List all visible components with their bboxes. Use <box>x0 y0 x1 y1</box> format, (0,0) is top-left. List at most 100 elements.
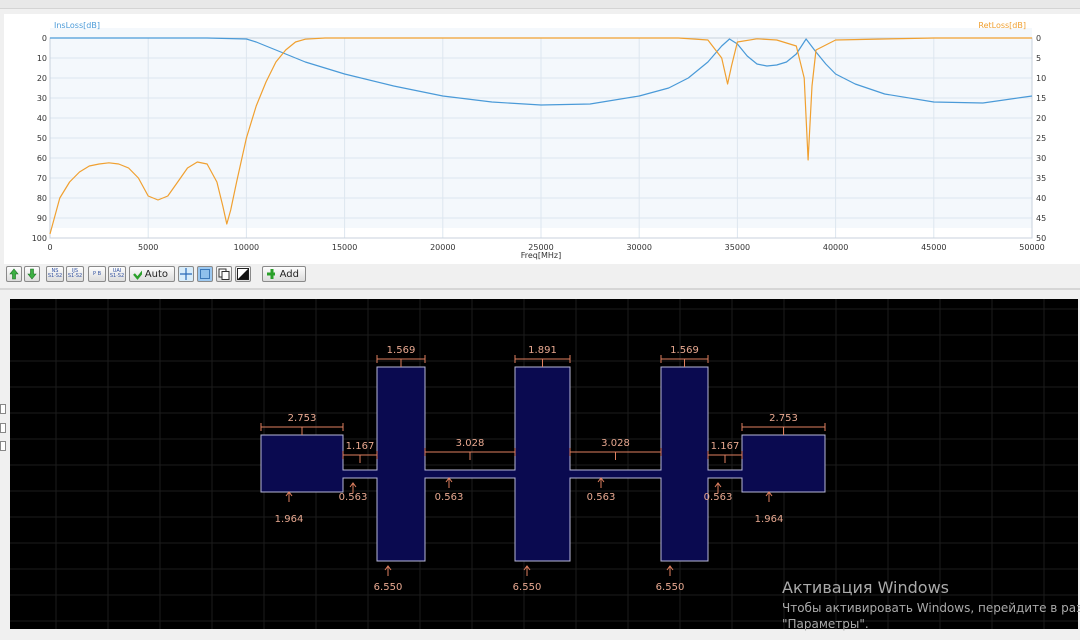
x-tick-label: 30000 <box>626 243 651 252</box>
stub-length-2-label: 6.550 <box>513 582 542 593</box>
layout-canvas[interactable]: 1.569 1.891 1.569 2.753 2.753 1.167 1.167 3.028… <box>10 299 1078 629</box>
windows-activation-watermark: Активация Windows Чтобы активировать Win… <box>782 578 1080 631</box>
filter-layout-view[interactable]: 1.569 1.891 1.569 2.753 2.753 1.167 1.167 3.028… <box>10 299 1078 629</box>
line-long-1-label: 3.028 <box>456 438 485 449</box>
activation-subtitle: Чтобы активировать Windows, перейдите в … <box>782 601 1080 615</box>
x-tick-label: 25000 <box>528 243 553 252</box>
series-line-insloss <box>50 37 1033 106</box>
line-short-2-label: 1.167 <box>711 441 740 452</box>
move-down-button[interactable] <box>24 266 40 282</box>
x-tick-label: 50000 <box>1019 243 1044 252</box>
y-right-tick-label: 0 <box>1036 34 1041 43</box>
side-control-1[interactable] <box>0 404 6 414</box>
ua-label: UAI <box>112 268 122 274</box>
line-short-1-label: 1.167 <box>346 441 375 452</box>
contrast-button[interactable] <box>235 266 251 282</box>
activation-subtitle-2: "Параметры". <box>782 617 869 631</box>
add-label: Add <box>279 268 299 280</box>
x-tick-label: 45000 <box>921 243 946 252</box>
pb-label: P B <box>92 270 102 277</box>
y-left-tick-label: 0 <box>42 34 47 43</box>
y-right-tick-label: 40 <box>1036 194 1046 203</box>
panel-divider <box>0 288 1080 290</box>
port-height-1-arrowhead <box>285 491 293 497</box>
stub-length-1-arrowhead <box>384 565 392 571</box>
copy-button[interactable] <box>216 266 232 282</box>
ua-sub: S1·S2 <box>109 273 125 279</box>
x-tick-label: 40000 <box>823 243 848 252</box>
x-tick-label: 0 <box>47 243 52 252</box>
crosshair-button[interactable] <box>178 266 194 282</box>
x-axis-label: Freq[MHz] <box>521 251 562 260</box>
line-width-4-label: 0.563 <box>704 492 733 503</box>
y-right-tick-label: 10 <box>1036 74 1046 83</box>
stub-width-3-label: 1.569 <box>670 345 699 356</box>
crosshair-icon <box>180 268 192 280</box>
auto-label: Auto <box>144 268 168 280</box>
y-right-tick-label: 5 <box>1036 54 1041 63</box>
x-tick-label: 5000 <box>138 243 158 252</box>
line-width-3-label: 0.563 <box>587 492 616 503</box>
chart-toolbar: NS S1·S2 IJS S1·S2 P B UAI S1·S2 Auto Ad… <box>4 265 1080 285</box>
top-bar <box>0 0 1080 9</box>
line-long-2-label: 3.028 <box>601 438 630 449</box>
ijs-sub: S1·S2 <box>67 273 83 279</box>
line-width-2-arrowhead <box>445 477 453 483</box>
y-left-tick-label: 20 <box>37 74 47 83</box>
pb-button[interactable]: P B <box>88 266 106 282</box>
ijs-button[interactable]: IJS S1·S2 <box>66 266 84 282</box>
x-tick-label: 35000 <box>725 243 750 252</box>
y-left-tick-label: 60 <box>37 154 47 163</box>
y-right-tick-label: 35 <box>1036 174 1046 183</box>
y-right-tick-label: 50 <box>1036 234 1046 243</box>
series-line-retloss <box>49 37 1032 235</box>
side-control-2[interactable] <box>0 423 6 433</box>
line-width-4-arrowhead <box>714 482 722 488</box>
arrow-up-icon <box>9 268 19 280</box>
port-width-1-label: 2.753 <box>288 413 317 424</box>
activation-title: Активация Windows <box>782 578 949 597</box>
contrast-icon <box>237 268 249 280</box>
port-width-2-label: 2.753 <box>769 413 798 424</box>
line-width-3-arrowhead <box>597 477 605 483</box>
y-left-tick-label: 50 <box>37 134 47 143</box>
layout-dimensions: 1.569 1.891 1.569 2.753 2.753 1.167 1.167 3.028… <box>260 345 826 593</box>
stub-length-3-label: 6.550 <box>656 582 685 593</box>
y-right-tick-label: 20 <box>1036 114 1046 123</box>
y-left-tick-label: 10 <box>37 54 47 63</box>
y-right-axis-label: RetLoss[dB] <box>978 21 1026 30</box>
ua-button[interactable]: UAI S1·S2 <box>108 266 126 282</box>
checkmark-icon <box>133 270 142 280</box>
move-up-button[interactable] <box>6 266 22 282</box>
microstrip-filter-shape[interactable] <box>260 366 826 562</box>
port-height-2-arrowhead <box>765 491 773 497</box>
chart-series <box>49 37 1033 235</box>
chart-grid <box>49 37 1033 239</box>
fill-button[interactable] <box>197 266 213 282</box>
ns-button[interactable]: NS S1·S2 <box>46 266 64 282</box>
side-control-3[interactable] <box>0 441 6 451</box>
stub-length-1-label: 6.550 <box>374 582 403 593</box>
line-width-1-label: 0.563 <box>339 492 368 503</box>
y-left-tick-label: 80 <box>37 194 47 203</box>
auto-button[interactable]: Auto <box>129 266 175 282</box>
ns-sub: S1·S2 <box>47 273 63 279</box>
y-right-tick-label: 15 <box>1036 94 1046 103</box>
port-height-2-label: 1.964 <box>755 514 784 525</box>
y-left-tick-label: 100 <box>32 234 47 243</box>
y-right-tick-label: 45 <box>1036 214 1046 223</box>
stub-length-3-arrowhead <box>666 565 674 571</box>
y-left-tick-label: 30 <box>37 94 47 103</box>
line-width-2-label: 0.563 <box>435 492 464 503</box>
y-left-tick-label: 70 <box>37 174 47 183</box>
stub-width-2-label: 1.891 <box>528 345 557 356</box>
stub-width-1-label: 1.569 <box>387 345 416 356</box>
y-right-tick-label: 25 <box>1036 134 1046 143</box>
add-button[interactable]: Add <box>262 266 306 282</box>
y-left-tick-label: 90 <box>37 214 47 223</box>
x-tick-label: 15000 <box>332 243 357 252</box>
